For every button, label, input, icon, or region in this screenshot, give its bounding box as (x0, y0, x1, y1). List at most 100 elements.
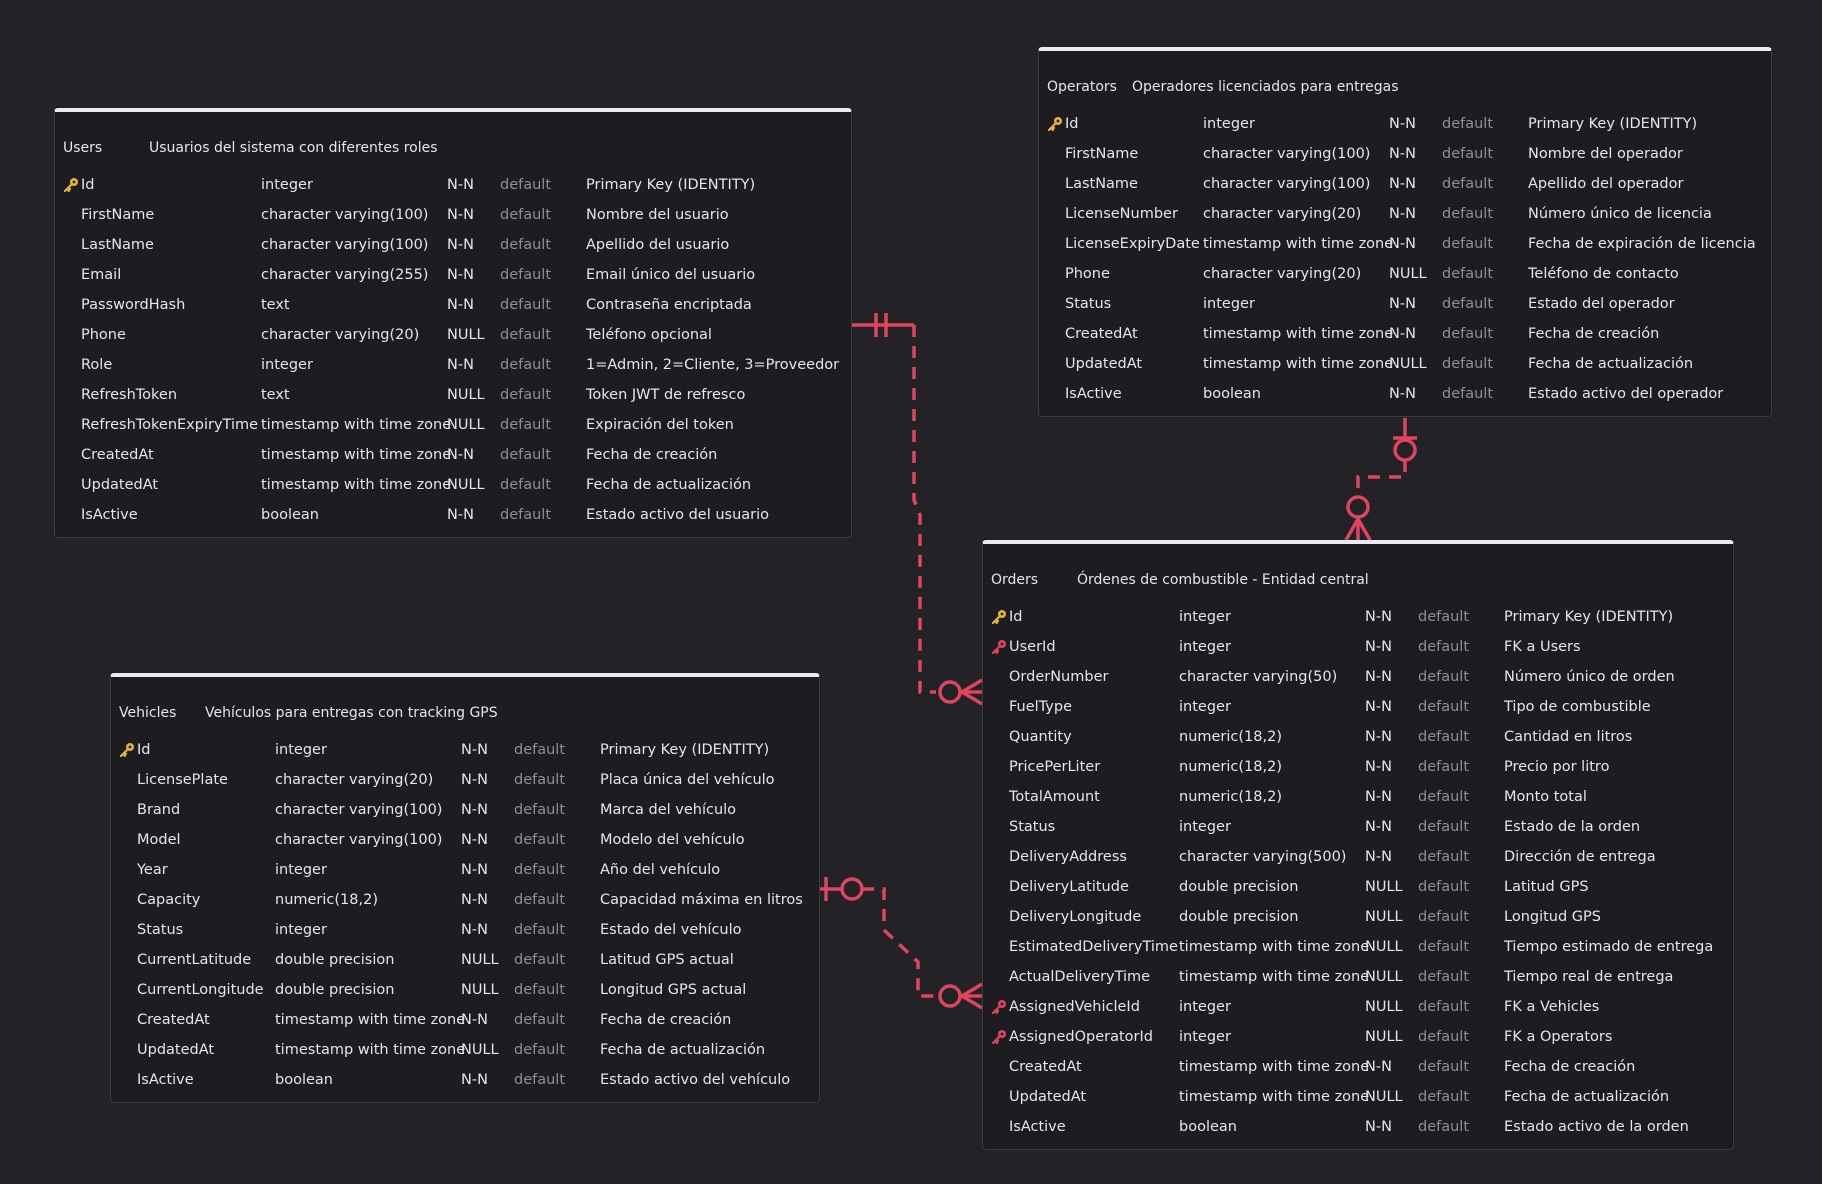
column-nullable: N-N (461, 1072, 488, 1088)
column-comment: Contraseña encriptada (586, 297, 752, 313)
column-nullable: N-N (1365, 669, 1392, 685)
foreign-key-icon (991, 1029, 1007, 1045)
column-default: default (1418, 789, 1470, 805)
column-type: character varying(20) (1203, 266, 1362, 282)
primary-key-icon (119, 742, 135, 758)
column-nullable: NULL (447, 477, 485, 493)
column-comment: Estado activo del usuario (586, 507, 770, 523)
column-name: RefreshToken (81, 387, 178, 403)
column-nullable: N-N (461, 862, 488, 878)
column-name: LicensePlate (137, 772, 228, 788)
column-nullable: N-N (447, 267, 474, 283)
column-name: Id (81, 177, 95, 193)
orders-table[interactable]: Orders Órdenes de combustible - Entidad … (982, 540, 1734, 1150)
column-default: default (514, 952, 566, 968)
operators-table[interactable]: Operators Operadores licenciados para en… (1038, 47, 1772, 417)
column-name: Id (1065, 116, 1079, 132)
foreign-key-icon (991, 999, 1007, 1015)
column-name: UpdatedAt (81, 477, 159, 493)
column-name: UserId (1009, 639, 1056, 655)
column-name: RefreshTokenExpiryTime (81, 417, 259, 433)
column-nullable: N-N (447, 207, 474, 223)
column-default: default (1418, 999, 1470, 1015)
column-default: default (514, 862, 566, 878)
column-name: LicenseNumber (1065, 206, 1178, 222)
column-name: CreatedAt (81, 447, 154, 463)
column-name: LicenseExpiryDate (1065, 236, 1200, 252)
users-table[interactable]: Users Usuarios del sistema con diferente… (54, 108, 852, 538)
column-name: Id (1009, 609, 1023, 625)
column-comment: Nombre del usuario (586, 207, 729, 223)
column-comment: Capacidad máxima en litros (600, 892, 803, 908)
column-comment: Fecha de actualización (1504, 1089, 1670, 1105)
column-type: boolean (1203, 386, 1261, 402)
column-name: FirstName (81, 207, 155, 223)
column-comment: Fecha de creación (1528, 326, 1660, 342)
column-name: CurrentLatitude (137, 952, 252, 968)
column-comment: Expiración del token (586, 417, 734, 433)
vehicles-table[interactable]: Vehicles Vehículos para entregas con tra… (110, 673, 820, 1103)
column-default: default (514, 892, 566, 908)
column-comment: Token JWT de refresco (586, 387, 746, 403)
column-name: CreatedAt (1065, 326, 1138, 342)
column-nullable: N-N (1389, 146, 1416, 162)
column-default: default (500, 447, 552, 463)
column-comment: Primary Key (IDENTITY) (600, 742, 770, 758)
column-comment: Primary Key (IDENTITY) (586, 177, 756, 193)
column-type: integer (1179, 699, 1231, 715)
column-default: default (514, 832, 566, 848)
